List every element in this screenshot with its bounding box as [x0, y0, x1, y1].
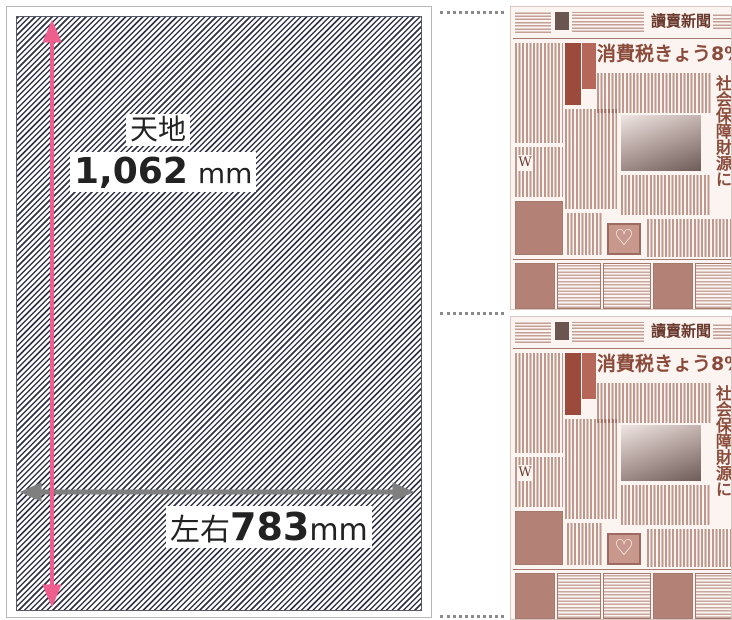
ad-block — [515, 573, 555, 619]
header-text-block — [515, 11, 551, 33]
header-text-block — [572, 12, 644, 32]
heart-icon: ♡ — [607, 533, 641, 565]
ad-block — [515, 511, 563, 565]
article-text-column — [515, 43, 563, 143]
article-text-column — [565, 419, 617, 519]
ad-block — [653, 263, 693, 309]
width-label: 左右 — [170, 513, 230, 548]
section-mark: W — [517, 465, 533, 481]
height-label: 天地 — [126, 114, 191, 146]
ad-block — [515, 263, 555, 309]
ad-block — [653, 573, 693, 619]
header-text-block — [572, 322, 644, 342]
dotted-connector-middle — [440, 312, 504, 315]
vertical-banner — [582, 43, 596, 89]
article-text-block — [621, 175, 711, 215]
ad-block — [695, 263, 731, 309]
header-photo — [555, 322, 569, 340]
article-text-block — [621, 485, 711, 525]
height-arrow-bottom-head — [42, 584, 62, 608]
article-text-column — [515, 353, 563, 453]
dotted-connector-bottom — [440, 615, 504, 618]
ad-block — [695, 573, 731, 619]
vertical-banner — [582, 353, 596, 399]
article-text-block — [597, 383, 711, 423]
header-rule — [513, 38, 731, 39]
ad-block — [515, 201, 563, 255]
article-text-block — [597, 73, 711, 113]
page-size-frame — [6, 6, 432, 618]
ad-block — [603, 263, 651, 309]
article-text-column — [565, 109, 617, 209]
news-photo — [621, 425, 701, 481]
newspaper-masthead: 讀賣新聞 — [651, 322, 712, 340]
vertical-banner — [565, 353, 581, 415]
article-text-block — [647, 219, 731, 257]
height-unit: mm — [197, 157, 253, 190]
ad-section-rule — [513, 569, 731, 570]
width-measurement: 左右783mm — [166, 506, 372, 548]
newspaper-thumbnail: 讀賣新聞 消費税きょう8% 社会保障財源に W ♡ — [510, 6, 732, 310]
header-rule — [513, 348, 731, 349]
article-text-block — [567, 213, 603, 255]
section-mark: W — [517, 155, 533, 171]
vertical-banner — [565, 43, 581, 105]
side-headline: 社会保障財源に — [713, 75, 732, 187]
article-text-block — [567, 523, 603, 565]
newspaper-thumbnail: 讀賣新聞 消費税きょう8% 社会保障財源に W ♡ — [510, 316, 732, 620]
header-date-block — [713, 323, 731, 339]
side-headline: 社会保障財源に — [713, 385, 732, 497]
ad-block — [603, 573, 651, 619]
height-arrow-top-head — [42, 19, 62, 43]
width-arrow-right-head — [392, 482, 415, 502]
front-page-headline: 消費税きょう8% — [597, 43, 732, 65]
width-arrow-left-head — [19, 482, 42, 502]
width-value: 783 — [230, 505, 310, 549]
ad-section-rule — [513, 259, 731, 260]
header-photo — [555, 12, 569, 30]
height-measurement: 1,062 mm — [70, 151, 257, 192]
front-page-headline: 消費税きょう8% — [597, 353, 732, 375]
heart-icon: ♡ — [607, 223, 641, 255]
header-text-block — [515, 321, 551, 343]
dotted-connector-top — [440, 11, 504, 14]
article-text-block — [647, 529, 731, 567]
dimension-arrows — [19, 19, 415, 608]
header-date-block — [713, 13, 731, 29]
ad-block — [557, 573, 601, 619]
newspaper-masthead: 讀賣新聞 — [651, 12, 712, 30]
width-unit: mm — [309, 513, 368, 548]
ad-block — [557, 263, 601, 309]
height-value: 1,062 — [74, 151, 188, 192]
news-photo — [621, 115, 701, 171]
